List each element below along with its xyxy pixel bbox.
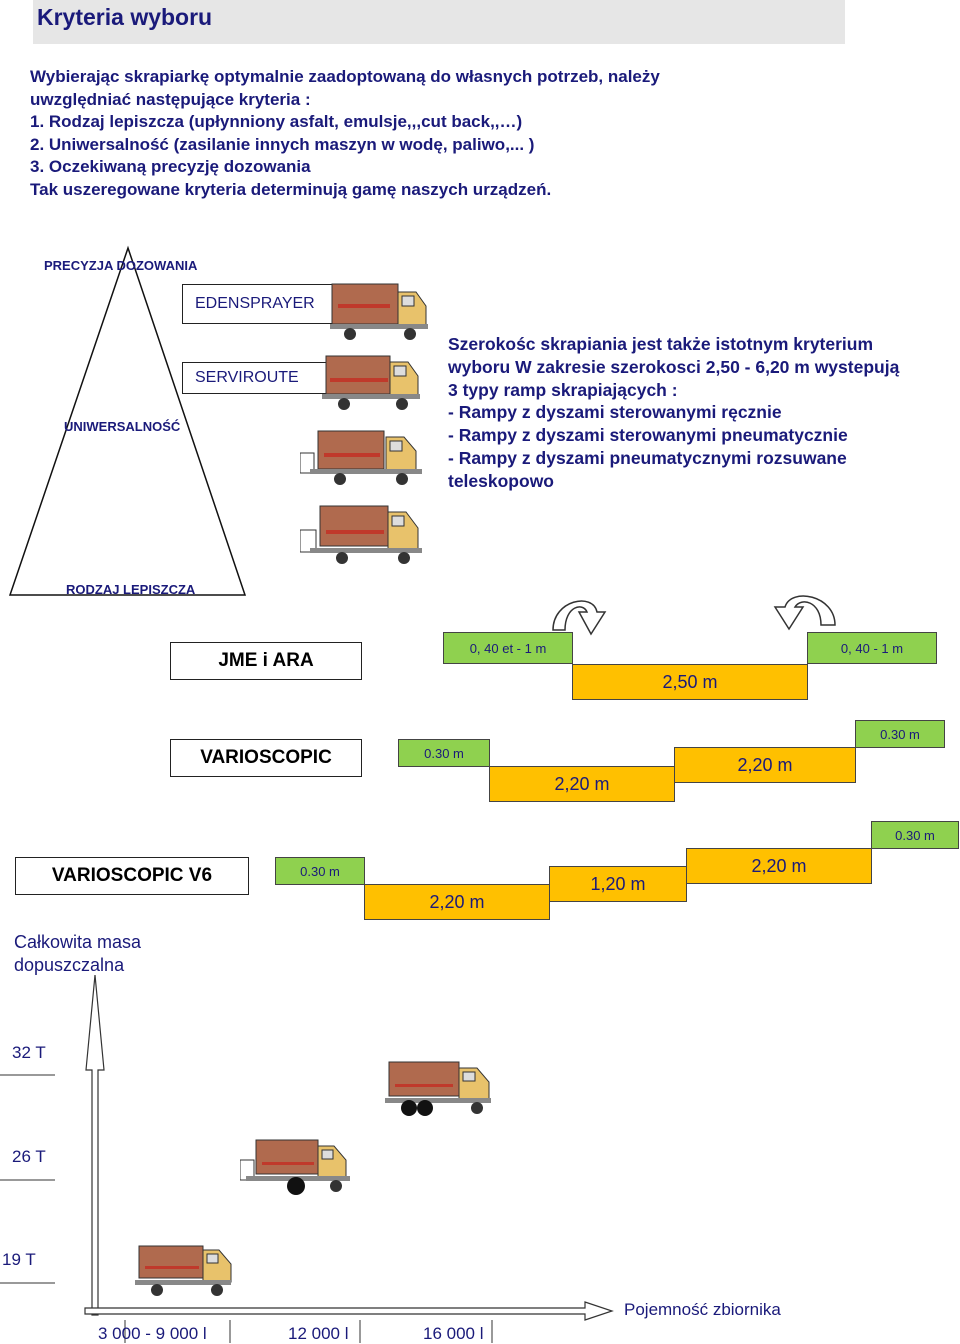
desc-line: - Rampy z dyszami pneumatycznymi rozsuwa… xyxy=(448,447,847,468)
truck-illustration xyxy=(300,430,422,485)
intro-line: Tak uszeregowane kryteria determinują ga… xyxy=(30,179,552,199)
ramp-jme-right-width: 0, 40 - 1 m xyxy=(807,632,937,664)
mass-capacity-axes xyxy=(0,975,614,1343)
ramp-v6-segment-3: 2,20 m xyxy=(686,848,872,884)
intro-line: uwzględniać następujące kryteria : xyxy=(30,89,311,109)
rotate-arrow-icon xyxy=(552,600,607,636)
x-tick-12000: 12 000 l xyxy=(288,1324,349,1343)
triangle-label-precision: PRECYZJA DOZOWANIA xyxy=(44,258,198,273)
desc-line: 3 typy ramp skrapiających : xyxy=(448,379,678,400)
y-axis-label-line: Całkowita masa xyxy=(14,932,142,952)
ramp-jme-center-width: 2,50 m xyxy=(572,664,808,700)
truck-26t xyxy=(240,1139,350,1195)
ramp-varioscopic-left-width: 0.30 m xyxy=(398,739,490,767)
desc-line: - Rampy z dyszami sterowanymi pneumatycz… xyxy=(448,425,848,446)
ramp-description: Szerokośc skrapiania jest także istotnym… xyxy=(448,333,958,493)
page-title: Kryteria wyboru xyxy=(37,4,213,30)
x-tick-16000: 16 000 l xyxy=(423,1324,484,1343)
desc-line: - Rampy z dyszami sterowanymi ręcznie xyxy=(448,402,782,423)
ramp-varioscopic-segment-2: 2,20 m xyxy=(674,747,856,783)
ramp-v6-left-width: 0.30 m xyxy=(275,857,365,885)
y-axis-label-line: dopuszczalna xyxy=(14,955,125,975)
intro-text: Wybierając skrapiarkę optymalnie zaadopt… xyxy=(30,66,810,201)
criteria-triangle xyxy=(8,245,247,596)
y-tick-26t: 26 T xyxy=(12,1147,46,1166)
desc-line: teleskopowo xyxy=(448,470,554,491)
intro-line: 1. Rodzaj lepiszcza (upłynniony asfalt, … xyxy=(30,112,523,131)
desc-line: Szerokośc skrapiania jest także istotnym… xyxy=(448,334,874,354)
ramp-varioscopic-right-width: 0.30 m xyxy=(855,720,945,748)
ramp-v6-right-width: 0.30 m xyxy=(871,821,959,849)
y-axis-label: Całkowita masa dopuszczalna xyxy=(14,931,141,977)
ramp-varioscopic: VARIOSCOPIC xyxy=(170,739,362,777)
rotate-arrow-icon xyxy=(773,595,836,631)
intro-line: Wybierając skrapiarkę optymalnie zaadopt… xyxy=(30,67,660,86)
x-axis-label: Pojemność zbiornika xyxy=(624,1300,781,1319)
desc-line: wyboru W zakresie szerokosci 2,50 - 6,20… xyxy=(448,356,900,377)
model-serviroute: SERVIROUTE xyxy=(182,362,328,394)
y-tick-19t: 19 T xyxy=(2,1250,36,1269)
x-tick-3000-9000: 3 000 - 9 000 l xyxy=(98,1324,207,1343)
ramp-v6-segment-1: 2,20 m xyxy=(364,884,550,920)
intro-line: 3. Oczekiwaną precyzję dozowania xyxy=(30,157,311,176)
ramp-jme-left-width: 0, 40 et - 1 m xyxy=(443,632,573,664)
ramp-jme-ara: JME i ARA xyxy=(170,642,362,680)
model-edensprayer: EDENSPRAYER xyxy=(182,284,334,324)
ramp-varioscopic-v6: VARIOSCOPIC V6 xyxy=(15,857,249,895)
truck-illustration xyxy=(300,505,422,564)
ramp-varioscopic-segment-1: 2,20 m xyxy=(489,766,675,802)
truck-19t xyxy=(135,1245,232,1296)
triangle-label-binder-type: RODZAJ LEPISZCZA xyxy=(66,582,196,597)
truck-32t xyxy=(385,1061,491,1116)
title-bar xyxy=(33,0,845,44)
y-tick-32t: 32 T xyxy=(12,1043,46,1062)
triangle-label-universality: UNIWERSALNOŚĆ xyxy=(64,419,181,434)
truck-illustration xyxy=(330,283,428,340)
ramp-v6-segment-2: 1,20 m xyxy=(549,866,687,902)
intro-line: 2. Uniwersalność (zasilanie innych maszy… xyxy=(30,134,535,154)
truck-illustration xyxy=(322,355,420,410)
